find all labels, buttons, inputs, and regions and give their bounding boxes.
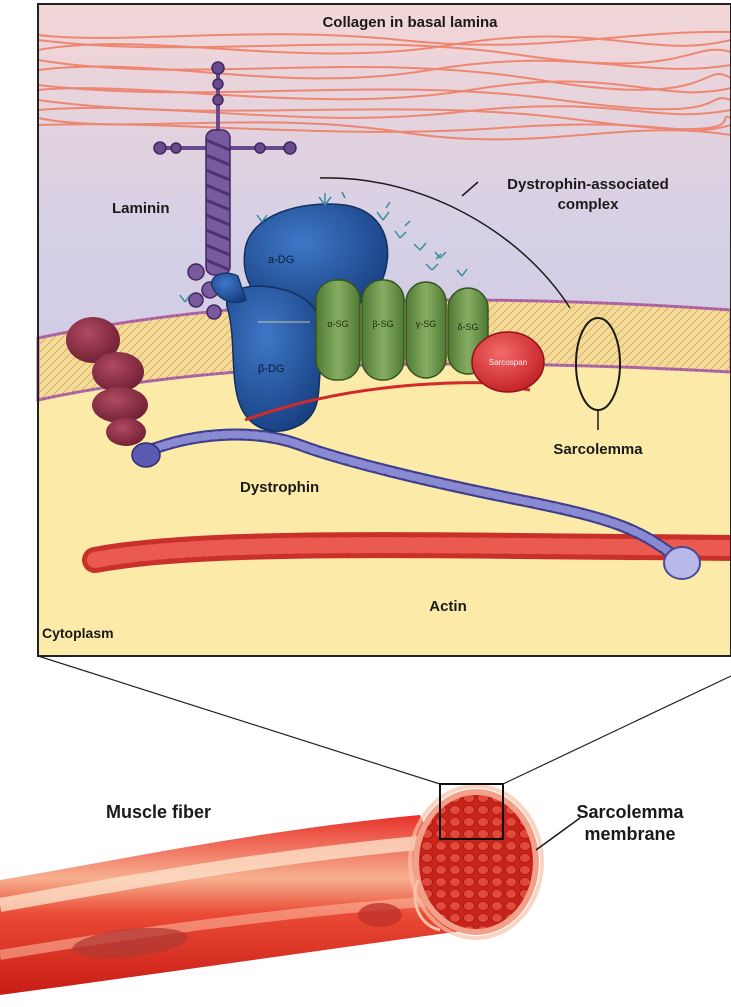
dystrophin-end-right xyxy=(664,547,700,579)
label-delta-sg: δ-SG xyxy=(457,322,478,332)
label-sarcolemma-membrane-line1: Sarcolemma xyxy=(576,802,684,822)
label-laminin: Laminin xyxy=(112,200,170,217)
alpha-sarcoglycan xyxy=(316,280,360,380)
label-alpha-dg: a-DG xyxy=(268,254,294,266)
actin-filament xyxy=(95,545,731,560)
label-dystrophin-complex-line2: complex xyxy=(558,196,620,213)
label-muscle-fiber: Muscle fiber xyxy=(106,802,211,822)
label-cytoplasm: Cytoplasm xyxy=(42,625,114,641)
beta-sarcoglycan xyxy=(362,280,404,380)
fiber-cross-section xyxy=(416,792,536,932)
label-dystrophin: Dystrophin xyxy=(240,479,319,496)
detail-panel xyxy=(38,4,731,656)
label-collagen: Collagen in basal lamina xyxy=(322,14,498,31)
muscle-fiber-illustration xyxy=(0,784,580,995)
label-beta-dg: β-DG xyxy=(258,363,285,375)
gamma-sarcoglycan xyxy=(406,282,446,378)
label-sarcolemma: Sarcolemma xyxy=(553,441,643,458)
label-alpha-sg: α-SG xyxy=(327,319,348,329)
label-dystrophin-complex-line1: Dystrophin-associated xyxy=(507,176,669,193)
label-actin: Actin xyxy=(429,598,467,615)
label-sarcolemma-membrane-line2: membrane xyxy=(584,824,675,844)
label-gamma-sg: γ-SG xyxy=(416,319,437,329)
label-sarcospan: Sarcospan xyxy=(489,358,527,367)
label-beta-sg: β-SG xyxy=(372,319,393,329)
zoom-lines xyxy=(38,656,731,784)
dystrophin-end-left xyxy=(132,443,160,467)
